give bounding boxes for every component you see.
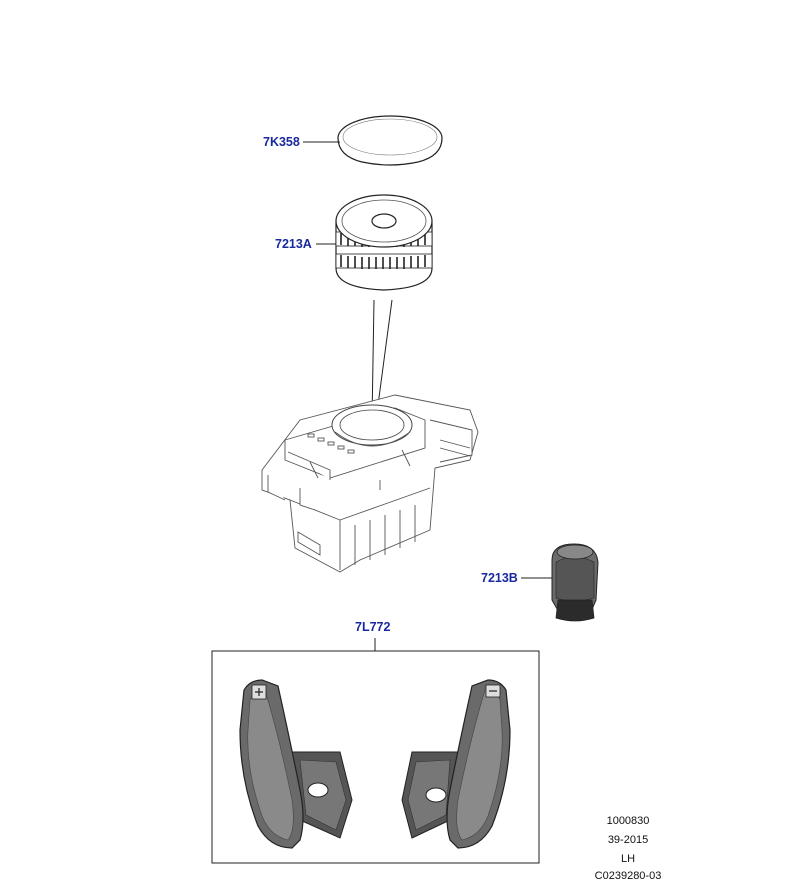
- callout-knob[interactable]: 7213A: [275, 237, 312, 251]
- reference-number: 1000830: [606, 815, 650, 827]
- reference-code: C0239280-03: [594, 870, 662, 882]
- reference-side: LH: [620, 853, 636, 865]
- reference-date: 39-2015: [607, 834, 649, 846]
- gear-knob-part: [551, 543, 599, 622]
- callout-rotary-knob[interactable]: 7213B: [481, 571, 518, 585]
- callout-cap[interactable]: 7K358: [263, 135, 300, 149]
- rotary-knob-part: [335, 194, 433, 291]
- gear-selector-housing: [261, 394, 479, 573]
- callout-paddles[interactable]: 7L772: [355, 620, 391, 634]
- left-paddle-plus: [239, 679, 353, 849]
- right-paddle-minus: [401, 679, 511, 849]
- assembly-line-left: [371, 299, 375, 421]
- cap-part: [337, 115, 443, 166]
- paddles-box: [211, 650, 540, 864]
